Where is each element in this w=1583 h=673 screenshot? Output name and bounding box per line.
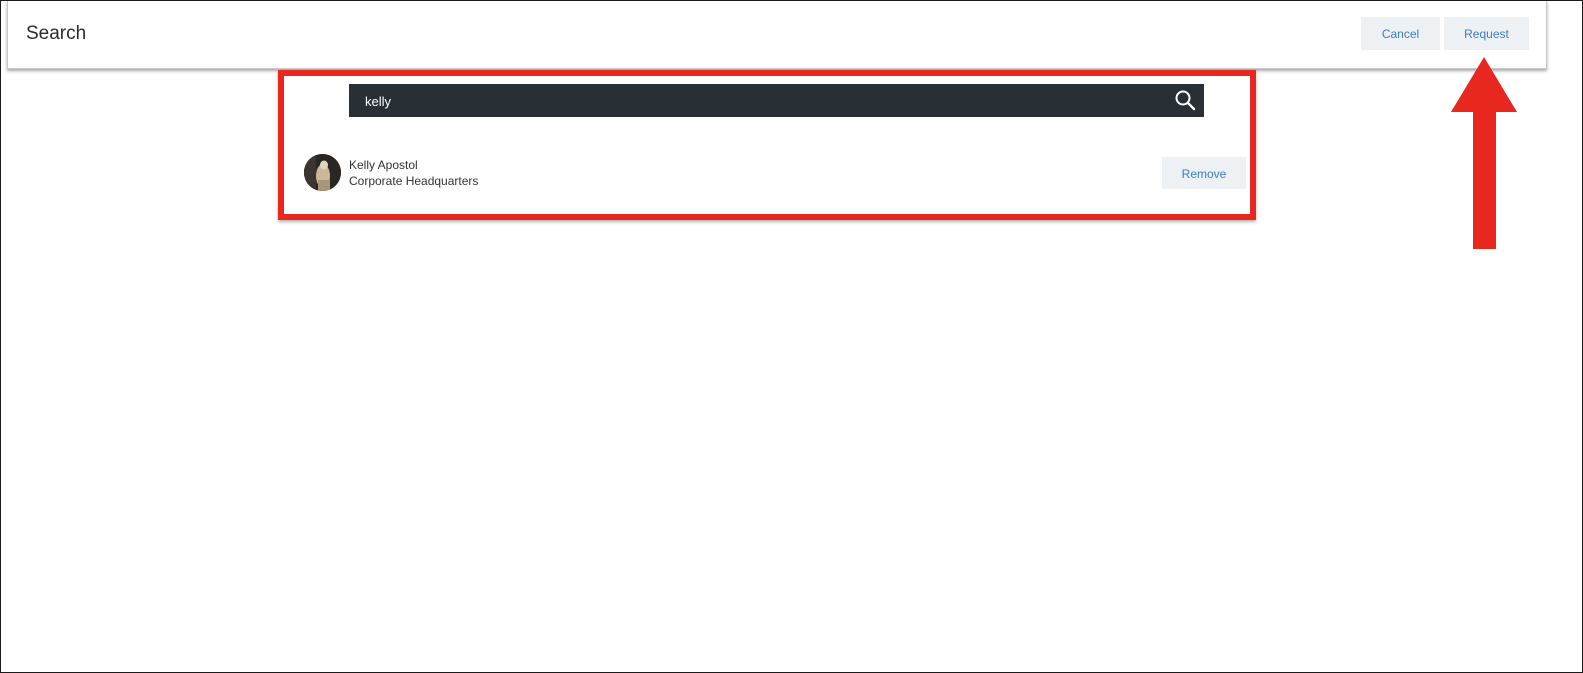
person-location: Corporate Headquarters: [349, 174, 479, 188]
cancel-button[interactable]: Cancel: [1361, 17, 1440, 50]
person-name[interactable]: Kelly Apostol: [349, 158, 418, 172]
highlight-annotation: [278, 70, 1256, 220]
avatar: [304, 154, 341, 191]
list-item: Kelly Apostol Corporate Headquarters Rem…: [304, 153, 1246, 193]
remove-button[interactable]: Remove: [1162, 157, 1246, 189]
search-bar: [349, 84, 1204, 119]
search-input[interactable]: [363, 84, 1147, 119]
arrow-up-annotation-icon: [1451, 57, 1517, 249]
page-title: Search: [26, 23, 87, 44]
search-header: Search Cancel Request: [7, 1, 1547, 69]
request-button[interactable]: Request: [1444, 17, 1529, 50]
search-icon[interactable]: [1174, 89, 1196, 111]
